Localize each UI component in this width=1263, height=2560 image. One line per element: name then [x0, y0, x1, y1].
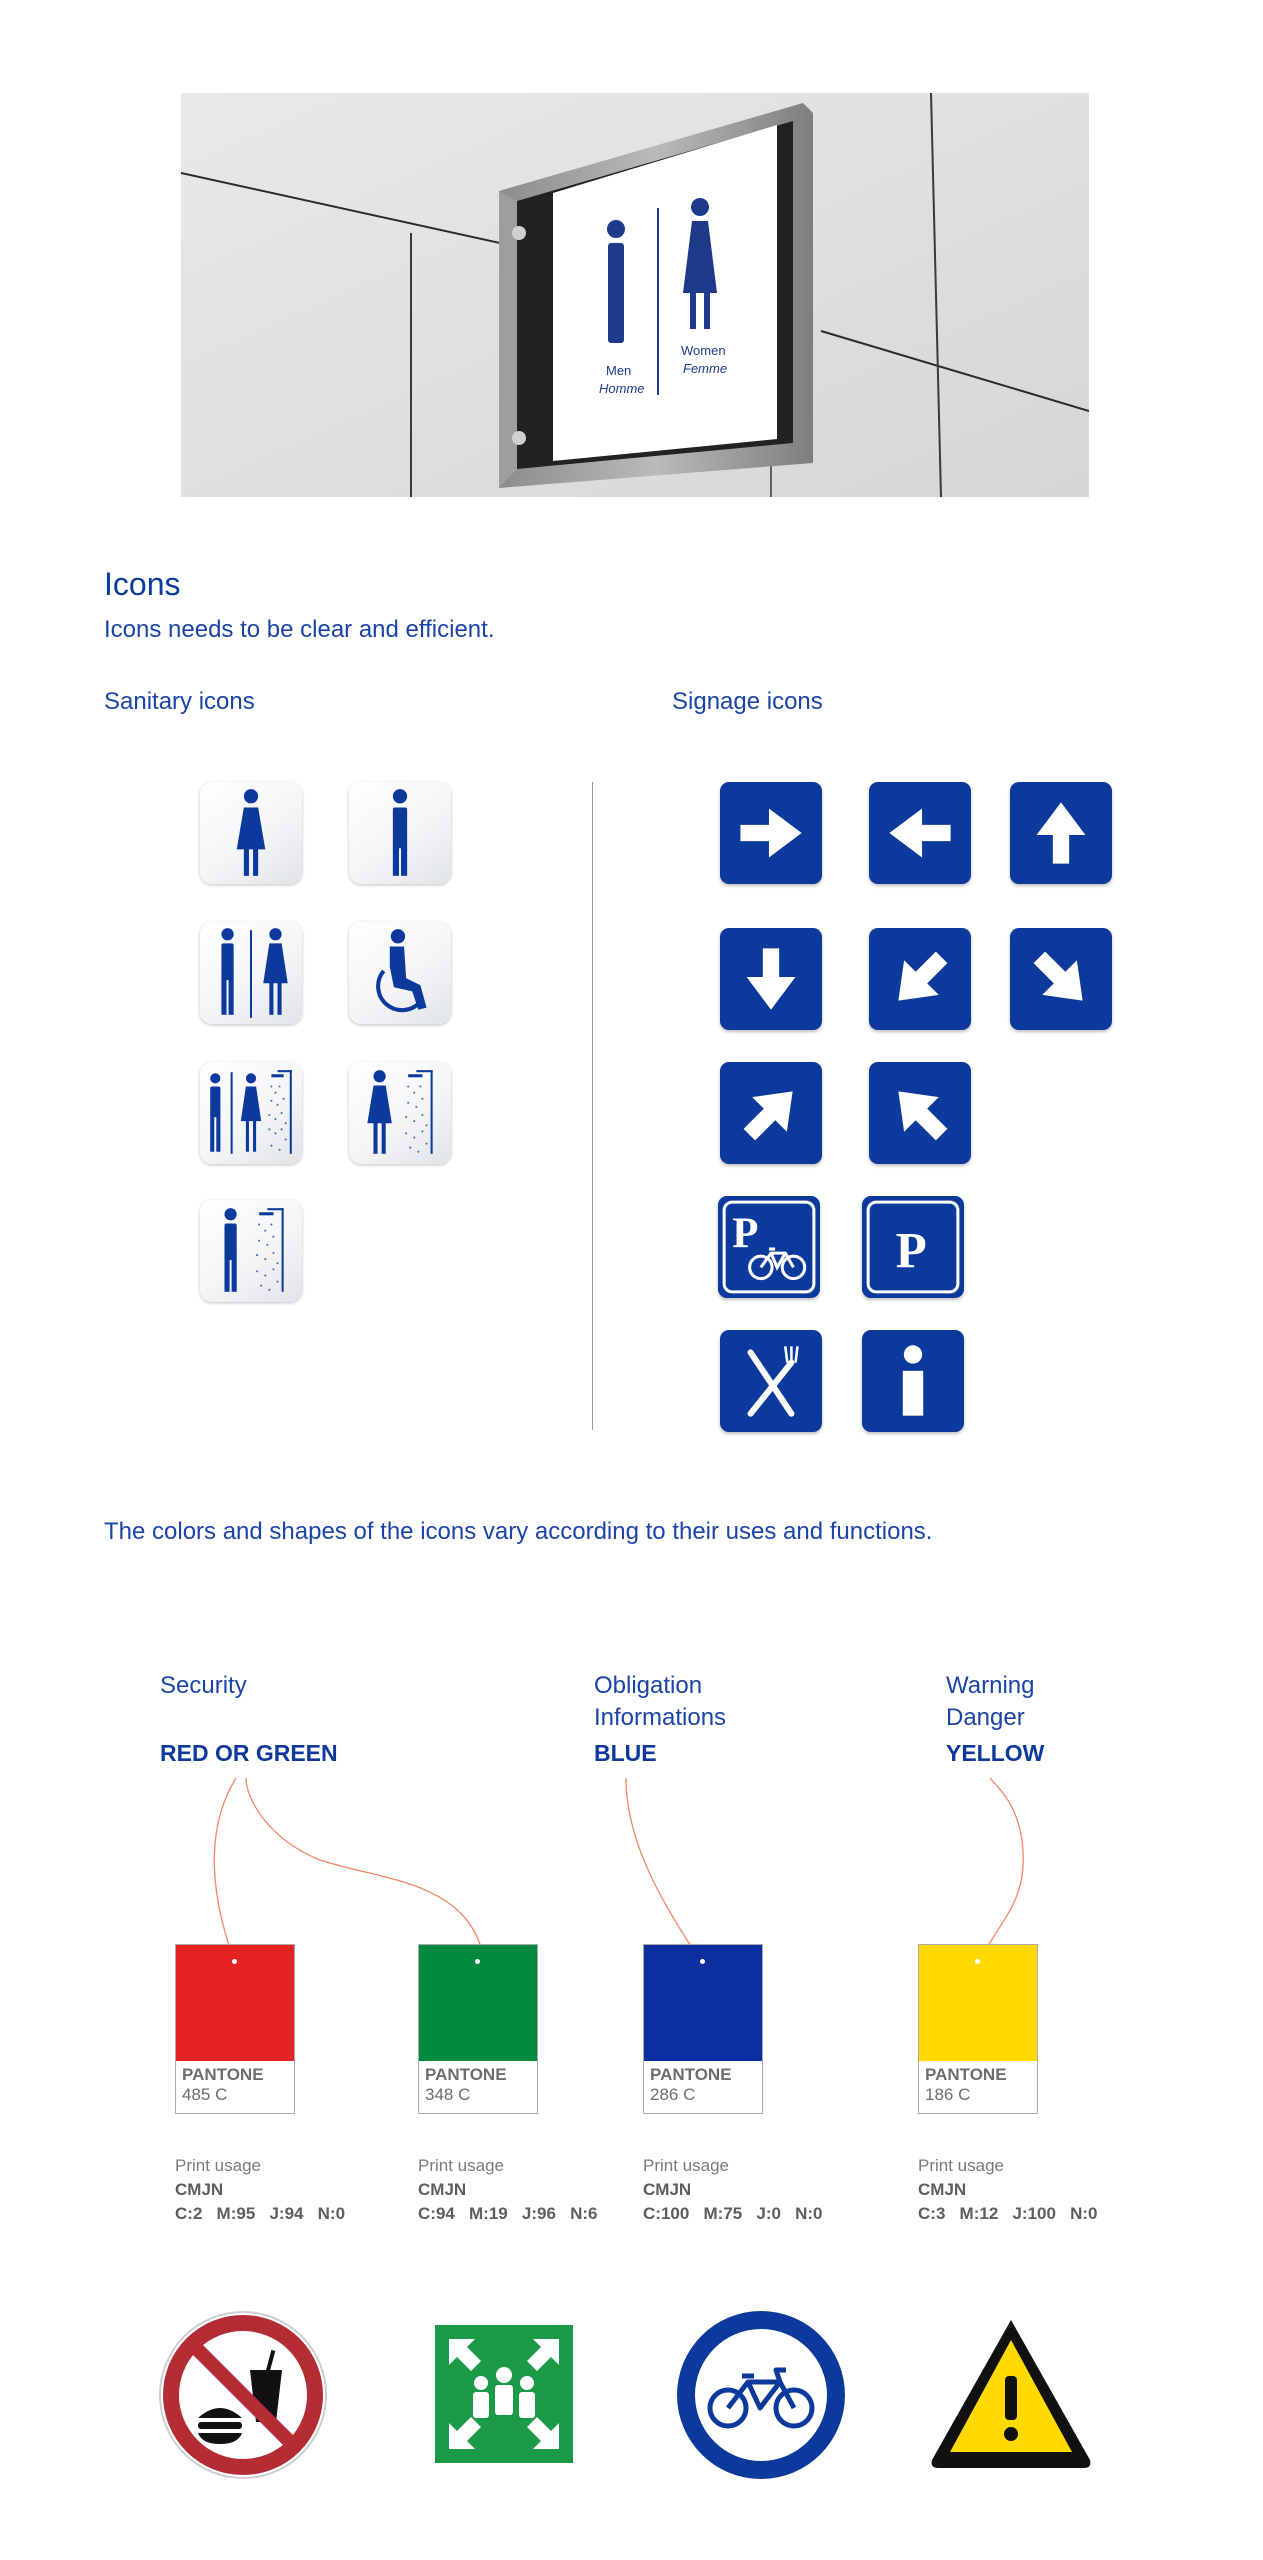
print-usage-red: Print usage CMJN C:2 M:95 J:94 N:0 [175, 2154, 345, 2226]
sign-women-label: Women [681, 343, 726, 358]
signage-icons-title: Signage icons [672, 688, 823, 715]
swatch-yellow-pantone-label: PANTONE [925, 2065, 1007, 2084]
print-usage-label: Print usage [418, 2156, 504, 2175]
print-usage-yellow: Print usage CMJN C:3 M:12 J:100 N:0 [918, 2154, 1098, 2226]
group-warning-value: YELLOW [946, 1740, 1045, 1766]
group-obligation-line1: Obligation [594, 1672, 703, 1699]
man-icon [349, 782, 451, 884]
arrow-up-icon [1010, 782, 1112, 884]
assembly-point-icon [435, 2325, 573, 2463]
colors-intro: The colors and shapes of the icons vary … [104, 1518, 933, 1545]
print-usage-green: Print usage CMJN C:94 M:19 J:96 N:6 [418, 2154, 598, 2226]
man-shower-icon [200, 1200, 302, 1302]
print-usage-label: Print usage [918, 2156, 1004, 2175]
group-obligation-value: BLUE [594, 1740, 657, 1766]
parking-icon: P [862, 1196, 964, 1298]
cmjn-label: CMJN [175, 2180, 224, 2199]
sign-men-label: Men [606, 363, 631, 378]
cmjn-values: C:100 M:75 J:0 N:0 [643, 2204, 823, 2223]
arrow-down-right-icon [1010, 928, 1112, 1030]
swatch-yellow-chip [919, 1945, 1037, 2061]
sign-homme-label: Homme [599, 381, 645, 396]
cmjn-values: C:3 M:12 J:100 N:0 [918, 2204, 1098, 2223]
cmjn-label: CMJN [918, 2180, 967, 2199]
swatch-blue-pantone-code: 286 C [650, 2085, 696, 2104]
swatch-blue: PANTONE 286 C [643, 1944, 763, 2114]
arrow-up-right-icon [720, 1062, 822, 1164]
cmjn-label: CMJN [643, 2180, 692, 2199]
swatch-blue-pantone-label: PANTONE [650, 2065, 732, 2084]
swatch-red-pantone-code: 485 C [182, 2085, 228, 2104]
restroom-sign-photo: Men Homme Women Femme [181, 93, 1089, 497]
swatch-yellow-pantone-code: 186 C [925, 2085, 971, 2104]
no-food-drink-icon [158, 2310, 328, 2480]
arrow-right-icon [720, 782, 822, 884]
group-security-value: RED OR GREEN [160, 1740, 338, 1766]
group-warning-line2: Danger [946, 1704, 1025, 1731]
group-security-line1: Security [160, 1672, 247, 1699]
icons-title: Icons [104, 566, 181, 602]
group-warning-line1: Warning [946, 1672, 1035, 1699]
sign-femme-label: Femme [683, 361, 727, 376]
swatch-green-chip [419, 1945, 537, 2061]
arrow-down-left-icon [869, 928, 971, 1030]
parking-bike-icon: P [718, 1196, 820, 1298]
svg-text:P: P [896, 1223, 927, 1279]
print-usage-label: Print usage [175, 2156, 261, 2175]
swatch-green: PANTONE 348 C [418, 1944, 538, 2114]
swatch-yellow: PANTONE 186 C [918, 1944, 1038, 2114]
woman-shower-icon [349, 1062, 451, 1164]
swatch-red: PANTONE 485 C [175, 1944, 295, 2114]
arrow-left-icon [869, 782, 971, 884]
swatch-green-pantone-label: PANTONE [425, 2065, 507, 2084]
print-usage-blue: Print usage CMJN C:100 M:75 J:0 N:0 [643, 2154, 823, 2226]
print-usage-label: Print usage [643, 2156, 729, 2175]
section-divider [592, 782, 593, 1430]
cmjn-values: C:2 M:95 J:94 N:0 [175, 2204, 346, 2223]
arrow-up-left-icon [869, 1062, 971, 1164]
information-icon [862, 1330, 964, 1432]
swatch-red-chip [176, 1945, 294, 2061]
swatch-red-pantone-label: PANTONE [182, 2065, 264, 2084]
swatch-blue-chip [644, 1945, 762, 2061]
restaurant-icon [720, 1330, 822, 1432]
wheelchair-icon [349, 922, 451, 1024]
cmjn-values: C:94 M:19 J:96 N:6 [418, 2204, 598, 2223]
men-women-shower-icon [200, 1062, 302, 1164]
men-women-icon [200, 922, 302, 1024]
warning-icon [926, 2314, 1096, 2474]
cmjn-label: CMJN [418, 2180, 467, 2199]
bicycle-mandatory-icon [676, 2310, 846, 2480]
group-obligation-line2: Informations [594, 1704, 727, 1731]
sanitary-icons-title: Sanitary icons [104, 688, 255, 715]
icons-intro: Icons needs to be clear and efficient. [104, 616, 495, 643]
svg-text:P: P [732, 1210, 758, 1257]
woman-icon [200, 782, 302, 884]
swatch-green-pantone-code: 348 C [425, 2085, 471, 2104]
arrow-down-icon [720, 928, 822, 1030]
